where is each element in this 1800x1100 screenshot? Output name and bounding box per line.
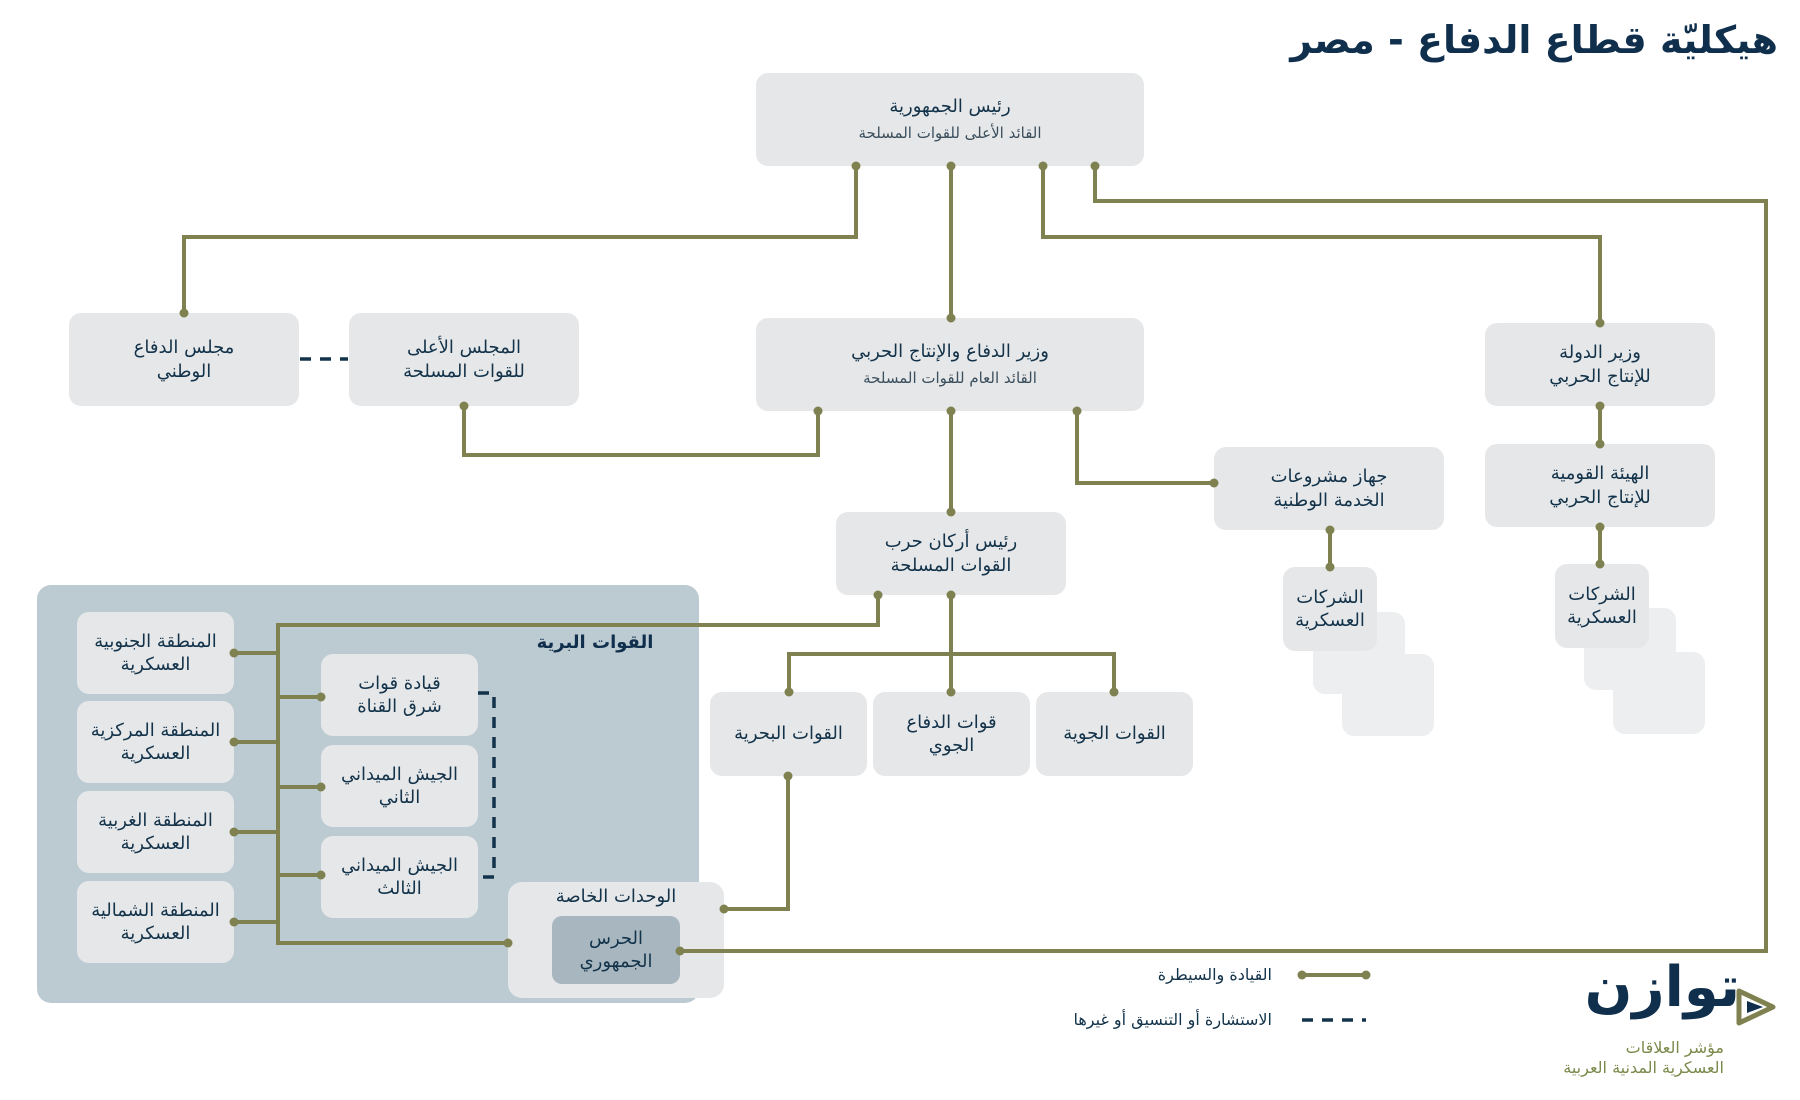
node-title: المنطقة الجنوبية العسكرية <box>94 630 217 675</box>
ground-forces-label: القوات البرية <box>536 632 654 653</box>
defense-council-node[interactable]: مجلس الدفاع الوطني <box>69 313 299 406</box>
page-title: هيكليّة قطاع الدفاع - مصر <box>1290 18 1778 62</box>
national-authority-node[interactable]: الهيئة القومية للإنتاج الحربي <box>1485 444 1715 527</box>
command-line <box>724 776 790 911</box>
node-title: المنطقة الغربية العسكرية <box>98 809 213 854</box>
node-subtitle: القائد الأعلى للقوات المسلحة <box>858 124 1042 143</box>
logo-tagline: مؤشر العلاقات العسكرية المدنية العربية <box>1563 1038 1724 1077</box>
node-title: الشركات العسكرية <box>1567 583 1637 628</box>
command-line <box>1075 411 1214 485</box>
second-army-node[interactable]: الجيش الميداني الثاني <box>321 745 478 827</box>
east-canal-command-node[interactable]: قيادة قوات شرق القناة <box>321 654 478 736</box>
command-line <box>1041 166 1602 323</box>
node-title: المجلس الأعلى للقوات المسلحة <box>403 337 525 382</box>
node-title: قيادة قوات شرق القناة <box>357 672 442 717</box>
node-title: القوات الجوية <box>1063 723 1166 745</box>
node-title: وزير الدولة للإنتاج الحربي <box>1549 342 1651 387</box>
node-title: الجيش الميداني الثالث <box>341 854 458 899</box>
companies-mp-node[interactable]: الشركات العسكرية <box>1555 564 1649 648</box>
nsp-org-node[interactable]: جهاز مشروعات الخدمة الوطنية <box>1214 447 1444 530</box>
chief-of-staff-node[interactable]: رئيس أركان حرب القوات المسلحة <box>836 512 1066 595</box>
zone-north-node[interactable]: المنطقة الشمالية العسكرية <box>77 881 234 963</box>
special-units-label: الوحدات الخاصة <box>555 886 677 907</box>
companies-ghost-card <box>1342 654 1434 736</box>
command-line <box>787 652 1116 692</box>
president-node[interactable]: رئيس الجمهورية القائد الأعلى للقوات المس… <box>756 73 1144 166</box>
node-title: مجلس الدفاع الوطني <box>133 337 235 382</box>
node-title: الجيش الميداني الثاني <box>341 763 458 808</box>
node-title: المنطقة الشمالية العسكرية <box>91 899 220 944</box>
node-title: الهيئة القومية للإنتاج الحربي <box>1549 463 1651 508</box>
command-line <box>462 406 820 457</box>
node-title: جهاز مشروعات الخدمة الوطنية <box>1270 466 1388 511</box>
defense-minister-node[interactable]: وزير الدفاع والإنتاج الحربي القائد العام… <box>756 318 1144 411</box>
air-force-node[interactable]: القوات الجوية <box>1036 692 1193 776</box>
navy-node[interactable]: القوات البحرية <box>710 692 867 776</box>
republican-guard-node[interactable]: الحرس الجمهوري <box>552 916 680 984</box>
zone-south-node[interactable]: المنطقة الجنوبية العسكرية <box>77 612 234 694</box>
state-minister-node[interactable]: وزير الدولة للإنتاج الحربي <box>1485 323 1715 406</box>
tawazon-logo-word: توازن <box>1584 955 1740 1020</box>
companies-ghost-card <box>1613 652 1705 734</box>
third-army-node[interactable]: الجيش الميداني الثالث <box>321 836 478 918</box>
triangle-logo-icon <box>1736 988 1776 1026</box>
node-title: رئيس أركان حرب القوات المسلحة <box>884 531 1018 576</box>
command-line <box>182 166 858 313</box>
node-title: القوات البحرية <box>734 723 843 745</box>
node-title: الشركات العسكرية <box>1295 586 1365 631</box>
node-title: قوات الدفاع الجوي <box>906 711 997 756</box>
zone-central-node[interactable]: المنطقة المركزية العسكرية <box>77 701 234 783</box>
node-title: المنطقة المركزية العسكرية <box>90 719 221 764</box>
node-title: رئيس الجمهورية <box>889 96 1011 118</box>
zone-west-node[interactable]: المنطقة الغربية العسكرية <box>77 791 234 873</box>
scaf-node[interactable]: المجلس الأعلى للقوات المسلحة <box>349 313 579 406</box>
node-title: وزير الدفاع والإنتاج الحربي <box>851 341 1049 363</box>
air-defense-node[interactable]: قوات الدفاع الجوي <box>873 692 1030 776</box>
node-subtitle: القائد العام للقوات المسلحة <box>863 369 1037 388</box>
companies-nsp-node[interactable]: الشركات العسكرية <box>1283 567 1377 651</box>
legend-command-label: القيادة والسيطرة <box>1157 965 1272 984</box>
legend-coordination-label: الاستشارة أو التنسيق أو غيرها <box>1073 1010 1272 1029</box>
